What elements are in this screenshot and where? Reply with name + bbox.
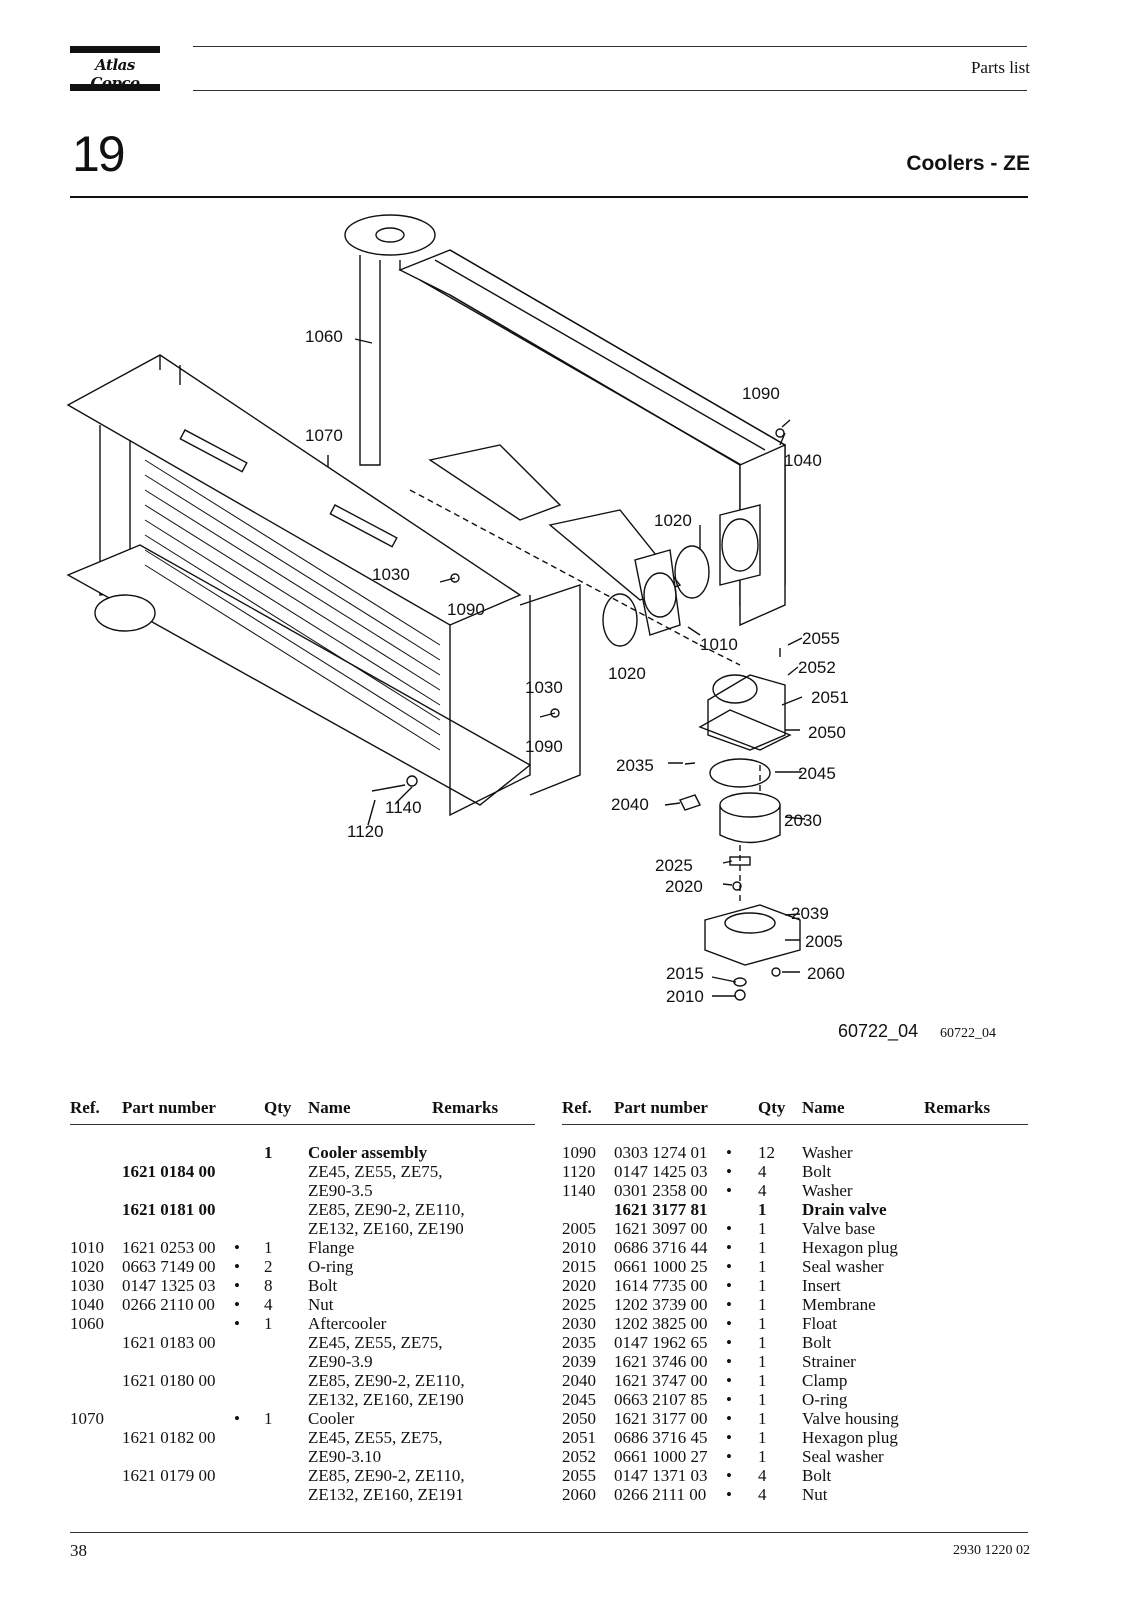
header-rule-top [193,46,1027,47]
callout-2010: 2010 [666,987,704,1006]
callout-2050: 2050 [808,723,846,742]
table-row: ZE90-3.5 [308,1181,373,1200]
col-name: Name [802,1098,845,1117]
callout-2035: 2035 [616,756,654,775]
callout-2030: 2030 [784,811,822,830]
figure-id-small: 60722_04 [940,1026,996,1041]
callout-1040: 1040 [784,451,822,470]
exploded-view-drawing: 1060 1070 1090 1040 1020 1030 1090 1010 … [66,214,996,1042]
callout-1010: 1010 [700,635,738,654]
brand-logo: Atlas Copco [70,46,160,92]
col-name: Name [308,1098,351,1117]
page-number: 38 [70,1541,87,1560]
col-remarks: Remarks [924,1098,991,1117]
col-part-number: Part number [614,1098,708,1117]
col-qty: Qty [264,1098,292,1117]
table-header: Ref. Part number Qty Name Remarks [562,1098,1028,1125]
table-row: ZE132, ZE160, ZE190 [308,1390,464,1409]
callout-2015: 2015 [666,964,704,983]
callout-1030: 1030 [372,565,410,584]
callout-2025: 2025 [655,856,693,875]
callout-1140: 1140 [385,798,422,817]
table-row: ZE132, ZE160, ZE190 [308,1219,464,1238]
callout-2055: 2055 [802,629,840,648]
callout-1020: 1020 [654,511,692,530]
callout-2005: 2005 [805,932,843,951]
callout-2020: 2020 [665,877,703,896]
callout-1070: 1070 [305,426,343,445]
col-part-number: Part number [122,1098,216,1117]
table-row: ZE132, ZE160, ZE191 [308,1485,464,1504]
callout-1030: 1030 [525,678,563,697]
callout-2060: 2060 [807,964,845,983]
chapter-number: 19 [72,126,126,182]
section-title: Coolers - ZE [906,152,1030,175]
callout-2045: 2045 [798,764,836,783]
title-rule [70,196,1028,198]
callout-1120: 1120 [347,822,384,841]
table-row: ZE90-3.10 [308,1447,382,1466]
callout-1020: 1020 [608,664,646,683]
callout-2040: 2040 [611,795,649,814]
col-ref: Ref. [562,1098,592,1117]
callout-2052: 2052 [798,658,836,677]
header-rule-bottom [193,90,1027,91]
table-header: Ref. Part number Qty Name Remarks [70,1098,535,1125]
callout-2039: 2039 [791,904,829,923]
document-number: 2930 1220 02 [953,1543,1030,1558]
col-qty: Qty [758,1098,786,1117]
col-ref: Ref. [70,1098,100,1117]
table-row: ZE90-3.9 [308,1352,373,1371]
footer-rule [70,1532,1028,1533]
callout-1060: 1060 [305,327,343,346]
figure-id: 60722_04 [838,1021,918,1042]
callout-1090: 1090 [447,600,485,619]
header-label: Parts list [970,58,1030,77]
callout-1090: 1090 [525,737,563,756]
callout-1090: 1090 [742,384,780,403]
col-remarks: Remarks [432,1098,499,1117]
callout-2051: 2051 [811,688,849,707]
